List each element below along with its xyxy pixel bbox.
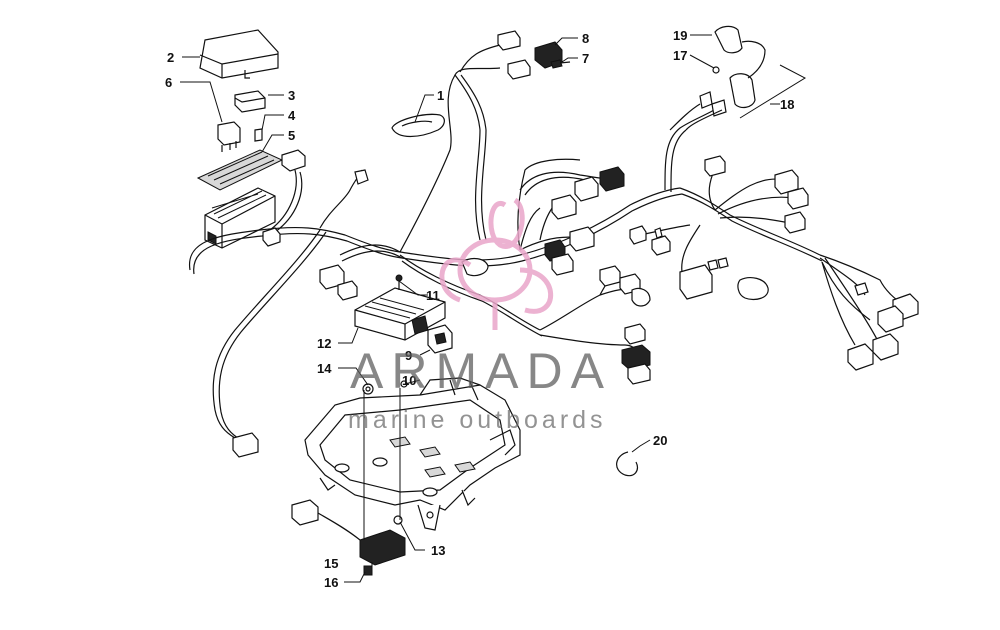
fuse-block [204, 187, 276, 249]
callout-18: 18 [780, 97, 794, 112]
leader-lines [180, 34, 807, 583]
mounting-tray-13 [304, 377, 521, 531]
callout-5: 5 [288, 128, 295, 143]
callout-2: 2 [167, 50, 174, 65]
callout-3: 3 [288, 88, 295, 103]
fuse [254, 128, 263, 142]
harness-branch-right [639, 104, 906, 346]
harness-branch-top [399, 44, 501, 253]
circuit-breaker-1 [391, 113, 445, 138]
callout-13: 13 [431, 543, 445, 558]
regulator-15 [317, 512, 406, 566]
callout-labels: 1 2 3 4 5 6 7 8 9 10 11 12 13 14 15 16 1… [165, 28, 794, 590]
clip-20 [616, 451, 638, 477]
callout-12: 12 [317, 336, 331, 351]
connectors [232, 30, 919, 526]
relay-9 [427, 324, 453, 354]
fasteners [362, 59, 720, 576]
fuse-box-cover [199, 29, 279, 79]
callout-9: 9 [405, 348, 412, 363]
callout-14: 14 [317, 361, 332, 376]
callout-8: 8 [582, 31, 589, 46]
relay [217, 121, 241, 152]
callout-6: 6 [165, 75, 172, 90]
voltage-regulator-12 [354, 287, 446, 341]
callout-7: 7 [582, 51, 589, 66]
relay-small [234, 90, 266, 113]
callout-4: 4 [288, 108, 296, 123]
main-harness [189, 169, 823, 441]
watermark-subtitle: marine outboards [348, 406, 607, 434]
watermark-logo [439, 197, 554, 330]
watermark-title: ARMADA [350, 343, 612, 399]
fuse-panel [196, 149, 284, 191]
callout-15: 15 [324, 556, 338, 571]
callout-16: 16 [324, 575, 338, 590]
callout-19: 19 [673, 28, 687, 43]
watermark: ARMADA marine outboards [348, 197, 612, 434]
callout-17: 17 [673, 48, 687, 63]
callout-1: 1 [437, 88, 444, 103]
callout-20: 20 [653, 433, 667, 448]
ignition-coil-18 [669, 25, 766, 131]
callout-11: 11 [426, 288, 440, 303]
callout-10: 10 [402, 373, 416, 388]
